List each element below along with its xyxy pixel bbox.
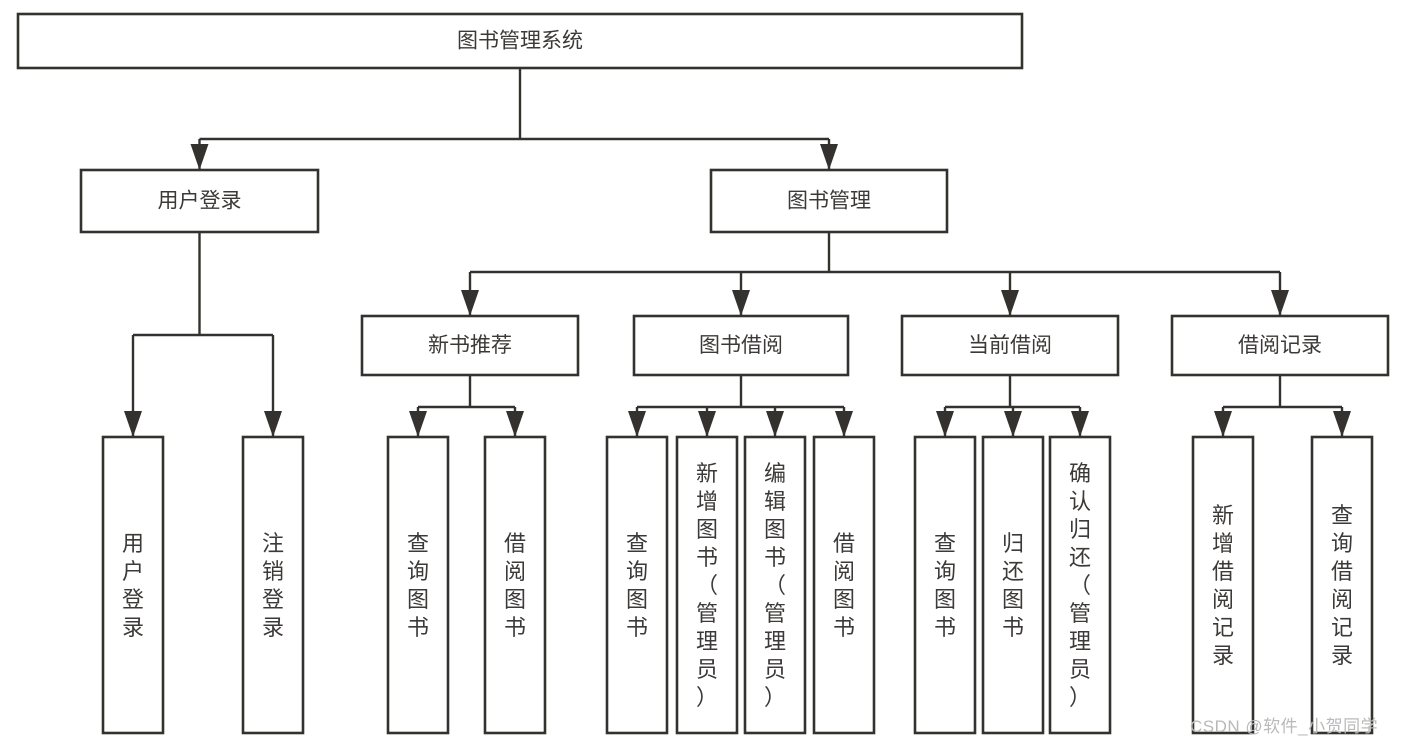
login-arrow-1 <box>264 411 282 437</box>
books-arrow-2 <box>1001 290 1019 316</box>
node-当前借阅-rect[interactable] <box>900 314 1120 377</box>
leaf-0-用户登录-label: 用户登录 <box>122 531 144 640</box>
connectors-layer <box>124 68 1351 437</box>
node-图书管理系统-rect[interactable] <box>16 12 1024 70</box>
leaf-2-查询图书-rect[interactable] <box>386 435 450 735</box>
leaf-11-新增借阅记录-label: 新增借阅记录 <box>1212 503 1234 668</box>
leaf-7-借阅图书[interactable]: 借阅图书 <box>812 435 876 735</box>
node-图书借阅-rect[interactable] <box>632 314 850 377</box>
root-arrow-1 <box>820 144 838 170</box>
node-用户登录[interactable]: 用户登录 <box>79 168 320 234</box>
leaf-4-查询图书-label: 查询图书 <box>626 531 648 640</box>
leaf-6-编辑图书管理员[interactable]: 编辑图书（管理员） <box>743 435 807 735</box>
node-图书借阅[interactable]: 图书借阅 <box>632 314 850 377</box>
l3-2-arrow-0 <box>936 411 954 437</box>
node-借阅记录-label: 借阅记录 <box>1238 334 1322 357</box>
leaf-8-查询图书-label: 查询图书 <box>934 531 956 640</box>
l3-1-arrow-1 <box>698 411 716 437</box>
node-用户登录-label: 用户登录 <box>158 190 242 213</box>
nodes-layer: 图书管理系统用户登录图书管理新书推荐图书借阅当前借阅借阅记录用户登录注销登录查询… <box>16 12 1390 735</box>
node-当前借阅[interactable]: 当前借阅 <box>900 314 1120 377</box>
leaf-6-编辑图书管理员-label: 编辑图书（管理员） <box>764 461 786 710</box>
node-新书推荐-label: 新书推荐 <box>428 334 512 357</box>
leaf-12-查询借阅记录-rect[interactable] <box>1310 435 1374 735</box>
leaf-10-确认归还管理员-label: 确认归还（管理员） <box>1069 461 1091 710</box>
l3-2-arrow-1 <box>1004 411 1022 437</box>
leaf-12-查询借阅记录[interactable]: 查询借阅记录 <box>1310 435 1374 735</box>
leaf-6-编辑图书管理员-rect[interactable] <box>743 435 807 735</box>
leaf-5-新增图书管理员-label: 新增图书（管理员） <box>696 461 718 710</box>
node-新书推荐[interactable]: 新书推荐 <box>360 314 580 377</box>
leaf-7-借阅图书-label: 借阅图书 <box>833 531 855 640</box>
leaf-0-用户登录-rect[interactable] <box>101 435 165 735</box>
leaf-1-注销登录-rect[interactable] <box>241 435 305 735</box>
leaf-0-用户登录[interactable]: 用户登录 <box>101 435 165 735</box>
leaf-7-借阅图书-rect[interactable] <box>812 435 876 735</box>
leaf-4-查询图书[interactable]: 查询图书 <box>605 435 669 735</box>
leaf-2-查询图书-label: 查询图书 <box>407 531 429 640</box>
leaf-8-查询图书[interactable]: 查询图书 <box>913 435 977 735</box>
login-arrow-0 <box>124 411 142 437</box>
node-图书管理-rect[interactable] <box>709 168 949 234</box>
leaf-9-归还图书-label: 归还图书 <box>1002 531 1024 640</box>
leaf-9-归还图书-rect[interactable] <box>981 435 1045 735</box>
l3-1-arrow-3 <box>835 411 853 437</box>
books-arrow-1 <box>732 290 750 316</box>
node-借阅记录-rect[interactable] <box>1170 314 1390 377</box>
books-arrow-0 <box>461 290 479 316</box>
leaf-10-确认归还管理员-rect[interactable] <box>1048 435 1112 735</box>
l3-0-arrow-1 <box>506 411 524 437</box>
node-图书管理-label: 图书管理 <box>787 190 871 213</box>
leaf-3-借阅图书-rect[interactable] <box>483 435 547 735</box>
node-图书管理[interactable]: 图书管理 <box>709 168 949 234</box>
l3-1-arrow-2 <box>766 411 784 437</box>
leaf-3-借阅图书[interactable]: 借阅图书 <box>483 435 547 735</box>
l3-3-arrow-1 <box>1333 411 1351 437</box>
l3-0-arrow-0 <box>409 411 427 437</box>
node-新书推荐-rect[interactable] <box>360 314 580 377</box>
l3-3-arrow-0 <box>1214 411 1232 437</box>
leaf-3-借阅图书-label: 借阅图书 <box>504 531 526 640</box>
leaf-4-查询图书-rect[interactable] <box>605 435 669 735</box>
leaf-11-新增借阅记录[interactable]: 新增借阅记录 <box>1191 435 1255 735</box>
leaf-12-查询借阅记录-label: 查询借阅记录 <box>1331 503 1353 668</box>
node-图书管理系统-label: 图书管理系统 <box>457 30 583 53</box>
leaf-10-确认归还管理员[interactable]: 确认归还（管理员） <box>1048 435 1112 735</box>
leaf-5-新增图书管理员[interactable]: 新增图书（管理员） <box>675 435 739 735</box>
node-用户登录-rect[interactable] <box>79 168 320 234</box>
leaf-8-查询图书-rect[interactable] <box>913 435 977 735</box>
l3-1-arrow-0 <box>628 411 646 437</box>
node-图书管理系统[interactable]: 图书管理系统 <box>16 12 1024 70</box>
leaf-5-新增图书管理员-rect[interactable] <box>675 435 739 735</box>
root-arrow-0 <box>190 144 209 170</box>
leaf-2-查询图书[interactable]: 查询图书 <box>386 435 450 735</box>
leaf-1-注销登录[interactable]: 注销登录 <box>241 435 305 735</box>
node-借阅记录[interactable]: 借阅记录 <box>1170 314 1390 377</box>
books-arrow-3 <box>1271 290 1289 316</box>
node-当前借阅-label: 当前借阅 <box>968 334 1052 357</box>
leaf-11-新增借阅记录-rect[interactable] <box>1191 435 1255 735</box>
leaf-1-注销登录-label: 注销登录 <box>262 531 284 640</box>
node-图书借阅-label: 图书借阅 <box>699 334 783 357</box>
l3-2-arrow-2 <box>1071 411 1089 437</box>
leaf-9-归还图书[interactable]: 归还图书 <box>981 435 1045 735</box>
